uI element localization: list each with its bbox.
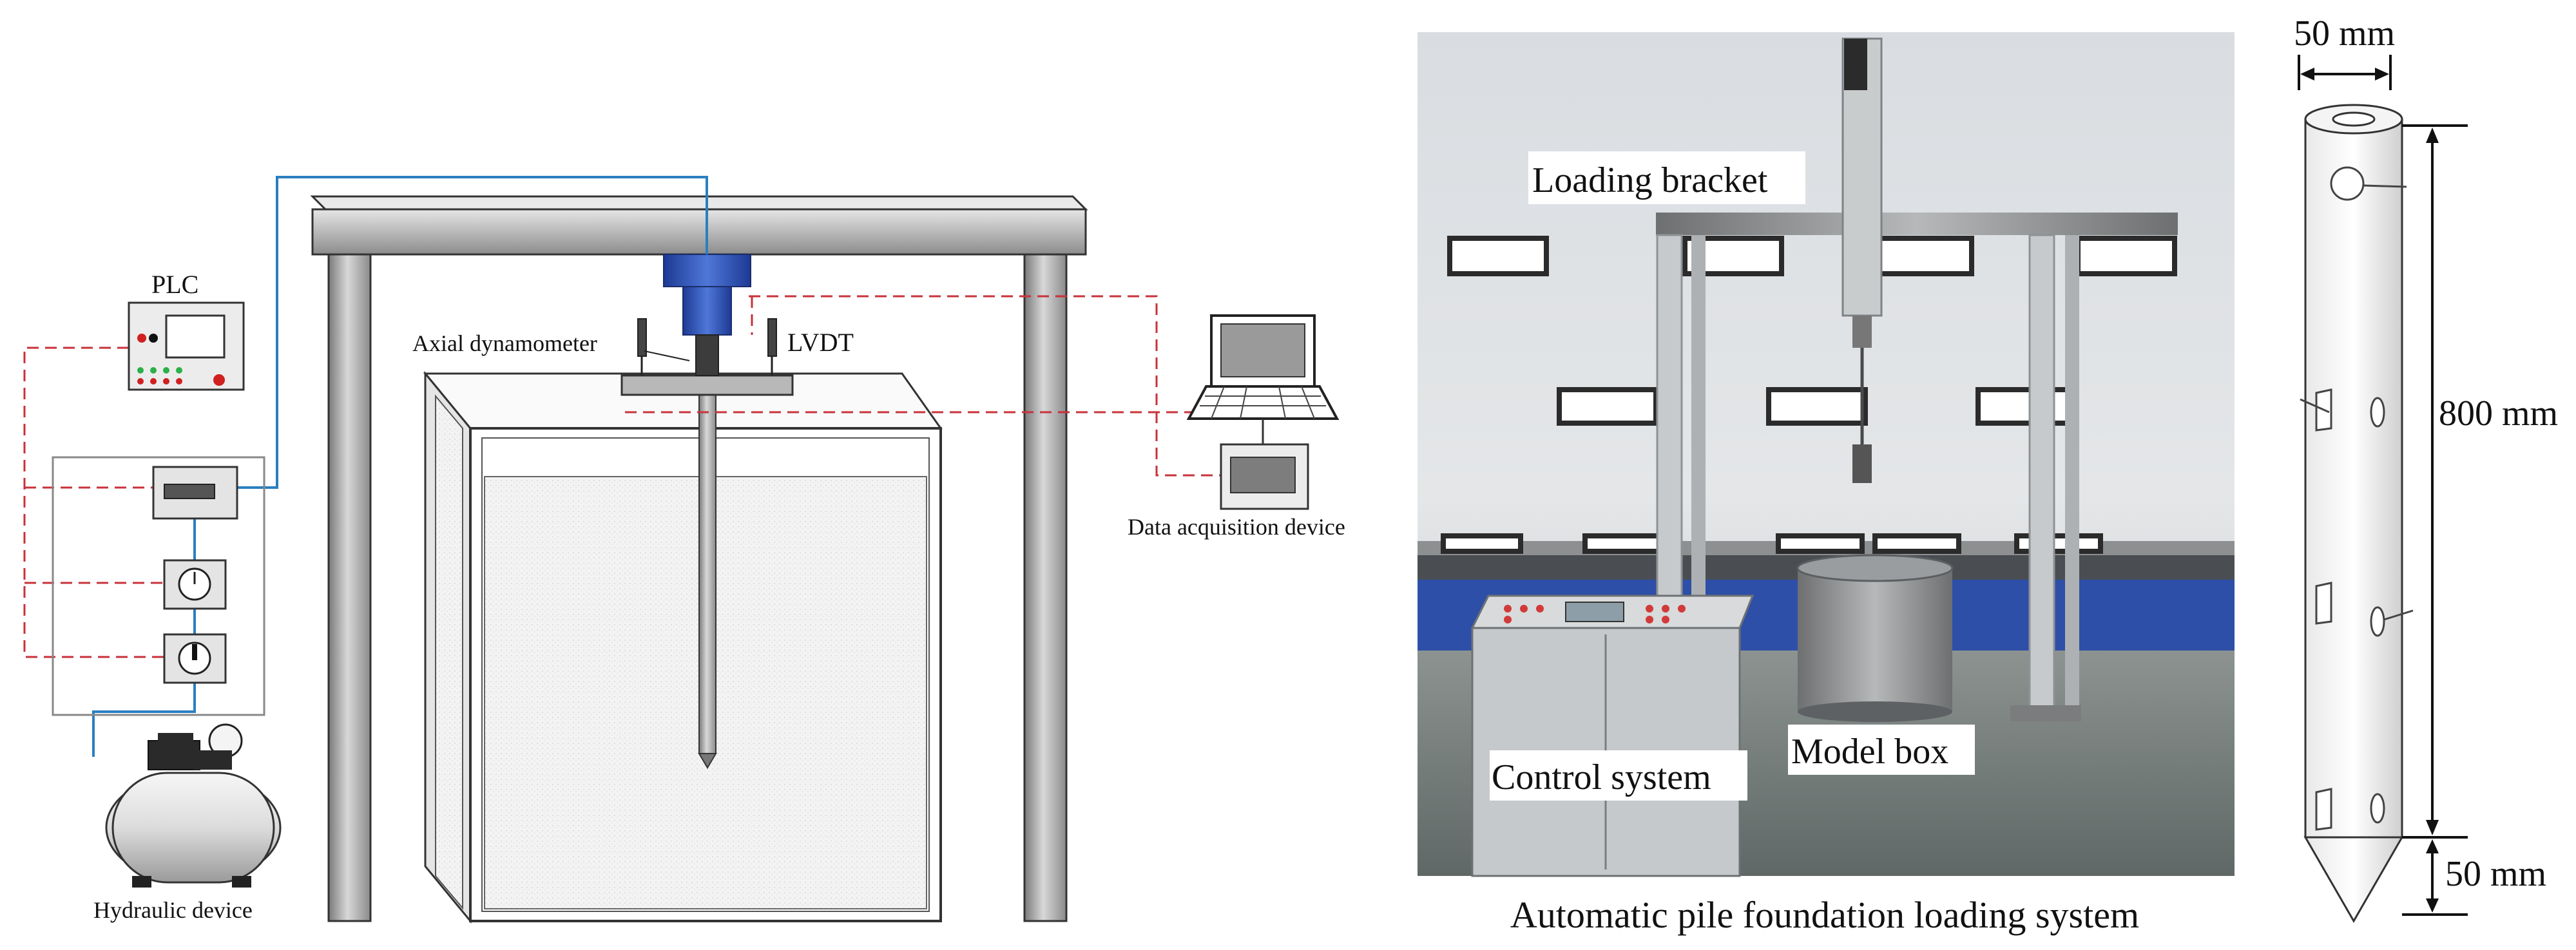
frame-beam: [311, 208, 1087, 256]
data-acquisition-label: Data acquisition device: [1128, 514, 1345, 540]
schematic-pile: [698, 392, 716, 754]
lab-photo: Loading bracket Control system Model box…: [1418, 32, 2235, 936]
wall-windows: [1441, 236, 2177, 554]
axial-dynamometer-label: Axial dynamometer: [412, 330, 597, 356]
photo-control-cabinet: [1470, 594, 1754, 877]
model-box: [423, 370, 943, 924]
loading-bracket-label: Loading bracket: [1532, 160, 1768, 200]
schematic-pile-tip: [698, 753, 717, 769]
model-box-label: Model box: [1791, 732, 1948, 772]
data-acquisition-box: [1220, 443, 1309, 510]
loading-bracket: [1656, 37, 2178, 721]
hydraulic-device-label: Hydraulic device: [93, 897, 253, 923]
hydraulic-actuator: [663, 254, 751, 287]
loading-plate: [620, 374, 794, 396]
pile-shaft: [2304, 118, 2403, 839]
loading-schematic: PLC Axial dynamometer LVDT Data acquisit…: [23, 176, 1345, 924]
model-pile-drawing: 50 mm 800 mm 50 mm: [2294, 14, 2558, 924]
frame-column-right: [1023, 253, 1068, 922]
signal-lines: [23, 295, 1234, 658]
hydraulic-cabinet: [52, 456, 265, 716]
frame-beam-top: [310, 195, 1088, 211]
pile-length-label: 800 mm: [2439, 394, 2558, 433]
hydraulic-device: [105, 723, 282, 888]
frame-column-left: [327, 253, 372, 922]
plc-label: PLC: [151, 270, 198, 299]
pile-diameter-label: 50 mm: [2294, 14, 2395, 53]
lvdt-right: [767, 318, 777, 357]
laptop-icon: [1186, 314, 1340, 420]
pile-tip: [2303, 836, 2404, 924]
axial-dynamometer: [695, 334, 719, 376]
plc-unit: [128, 301, 245, 391]
photo-model-box: [1796, 554, 1954, 722]
pile-tip-label: 50 mm: [2445, 854, 2546, 894]
photo-caption: Automatic pile foundation loading system: [1510, 894, 2139, 936]
control-system-label: Control system: [1492, 757, 1711, 797]
lvdt-label: LVDT: [787, 328, 854, 357]
